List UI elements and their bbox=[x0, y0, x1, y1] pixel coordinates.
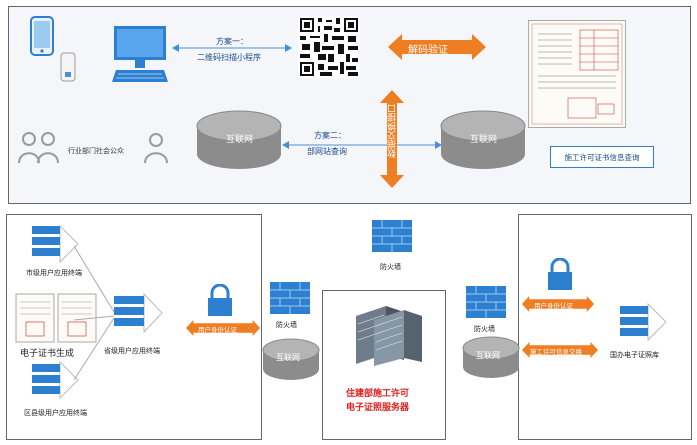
firewall-icon-left bbox=[270, 282, 310, 314]
scheme2-arrow bbox=[282, 141, 442, 149]
internet-cylinder-right bbox=[440, 110, 526, 169]
auth-label-right: 用户身份认证 bbox=[534, 302, 573, 310]
scheme1-arrow bbox=[172, 44, 292, 52]
cert-query-label: 施工许可证书信息查询 bbox=[564, 152, 640, 162]
scanner-icon bbox=[60, 52, 76, 82]
decode-label: 解码验证 bbox=[408, 45, 448, 56]
certificate-document bbox=[528, 20, 626, 128]
firewall-label-right: 防火墙 bbox=[474, 325, 495, 333]
internet-cylinder-left bbox=[196, 110, 282, 169]
server-label-line1: 住建部施工许可 bbox=[346, 389, 410, 399]
internet-cylinder-bottom-right bbox=[462, 336, 520, 378]
scheme2-title: 方案二： bbox=[312, 130, 348, 141]
cert-exchange-label: 施工许可信息交换 bbox=[530, 348, 582, 356]
cert-exchange-arrow bbox=[522, 342, 598, 358]
firewall-icon-right bbox=[466, 286, 506, 318]
scheme1-title: 方案一： bbox=[214, 36, 250, 47]
firewall-label-left: 防火墙 bbox=[276, 321, 297, 329]
data-exchange-arrow bbox=[380, 90, 404, 188]
cert-generate-label: 电子证书生成 bbox=[20, 349, 75, 359]
public-users-icon bbox=[18, 132, 59, 164]
internet-cylinder-bottom-left bbox=[262, 338, 320, 380]
user-icon bbox=[144, 133, 168, 164]
city-terminal-icon bbox=[32, 224, 79, 264]
lock-icon-left bbox=[208, 284, 232, 316]
auth-label-left: 用户身份认证 bbox=[198, 326, 237, 334]
firewall-label-top: 防火墙 bbox=[380, 263, 401, 271]
auth-arrow-right bbox=[522, 296, 594, 312]
internet-label-top-left: 互联网 bbox=[226, 135, 254, 145]
firewall-icon-top bbox=[372, 220, 412, 252]
public-label: 行业部门社会公众 bbox=[68, 147, 124, 155]
desktop-computer-icon bbox=[112, 26, 168, 82]
mobile-phone-icon bbox=[30, 16, 54, 56]
right-panel bbox=[518, 214, 692, 440]
province-terminal-icon bbox=[114, 292, 163, 334]
server-rack-icon bbox=[356, 306, 422, 366]
national-db-icon bbox=[620, 302, 667, 342]
terminal-links bbox=[73, 245, 115, 381]
city-terminal-label: 市级用户应用终端 bbox=[26, 269, 82, 277]
data-exchange-label: 数据交换接口 bbox=[388, 104, 398, 158]
cert-query-box[interactable]: 施工许可证书信息查询 bbox=[550, 146, 654, 168]
scheme1-desc: 二维码扫描小程序 bbox=[197, 53, 261, 62]
auth-arrow-left bbox=[186, 320, 260, 336]
county-terminal-icon bbox=[32, 360, 79, 400]
internet-label-bottom-right: 互联网 bbox=[476, 351, 500, 360]
internet-label-top-right: 互联网 bbox=[470, 135, 498, 145]
server-label-line2: 电子证照服务器 bbox=[346, 403, 410, 413]
qr-code-icon bbox=[298, 16, 360, 78]
county-terminal-label: 区县级用户应用终端 bbox=[24, 409, 87, 417]
national-db-label: 国办电子证照库 bbox=[610, 351, 659, 359]
internet-label-bottom-left: 互联网 bbox=[276, 353, 300, 362]
lock-icon-right bbox=[548, 258, 572, 290]
province-terminal-label: 省级用户应用终端 bbox=[104, 347, 160, 355]
decode-arrow bbox=[388, 34, 486, 60]
scheme2-desc: 部网站查询 bbox=[305, 146, 349, 157]
